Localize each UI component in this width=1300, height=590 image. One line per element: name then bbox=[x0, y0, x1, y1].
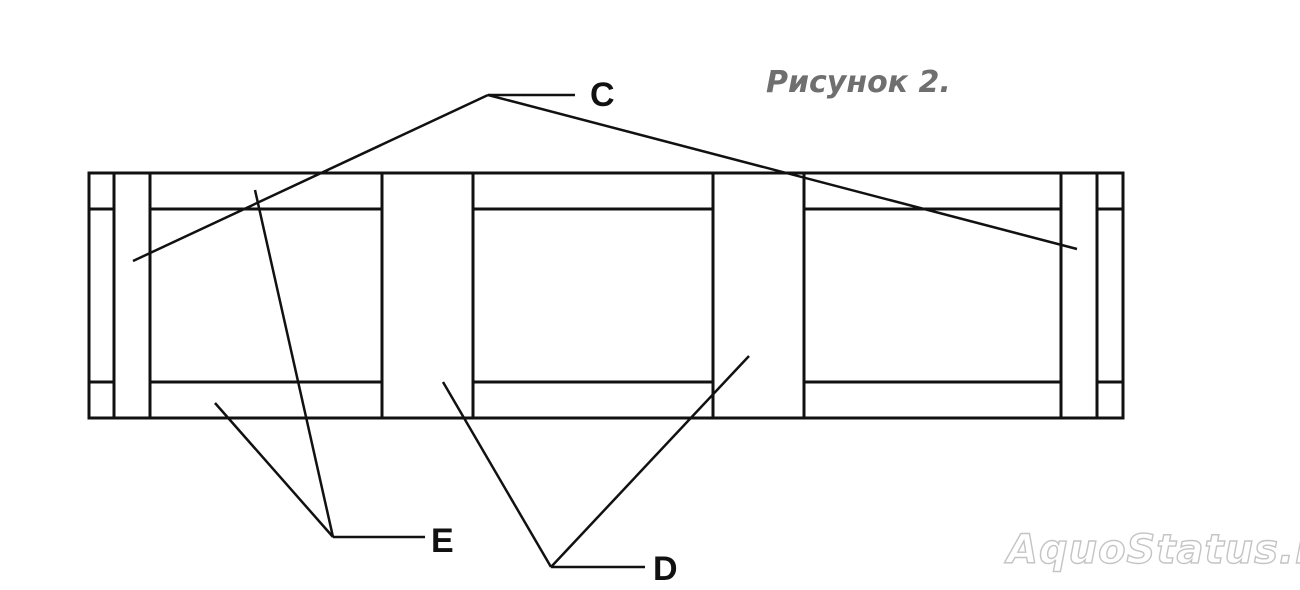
horizontal-rails bbox=[89, 207, 1123, 384]
vertical-boards bbox=[112, 173, 1099, 418]
callout-label-c: C bbox=[590, 76, 615, 114]
callout-label-e: E bbox=[431, 522, 454, 560]
outer-frame bbox=[87, 171, 1125, 420]
callout-e-leaders bbox=[214, 189, 425, 539]
leader-e-lower bbox=[214, 402, 334, 538]
leader-c-right bbox=[487, 93, 1078, 251]
leader-c-left bbox=[132, 93, 489, 263]
figure-caption: Рисунок 2. bbox=[766, 65, 951, 100]
leader-e-upper bbox=[253, 189, 335, 538]
leader-d-right bbox=[550, 355, 750, 568]
callout-d-leaders bbox=[441, 355, 750, 569]
callout-label-d: D bbox=[653, 550, 678, 588]
leader-d-left bbox=[441, 381, 553, 568]
watermark: AquoStatus.ru bbox=[1004, 527, 1300, 573]
callout-c-leaders bbox=[132, 93, 1078, 263]
